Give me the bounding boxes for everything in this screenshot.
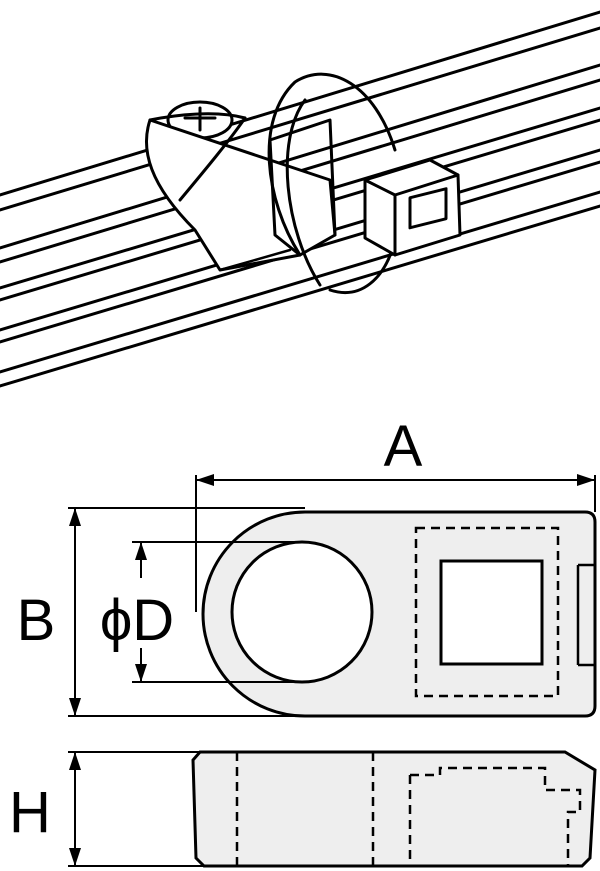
side-hidden-lines — [235, 752, 582, 866]
tie-slot-hidden-outline — [414, 526, 560, 698]
side-view-drawing — [191, 750, 597, 868]
screw-hole — [230, 540, 374, 684]
mount-edge-strip — [576, 563, 595, 667]
dimension-label-b: B — [17, 588, 56, 653]
tie-slot-window — [439, 559, 544, 666]
dimension-lines — [68, 475, 596, 867]
cable-tie-head — [363, 158, 462, 257]
installation-illustration — [0, 10, 600, 388]
dimension-label-h: H — [9, 780, 51, 845]
dimension-label-d: ϕD — [100, 588, 174, 653]
mount-side-outline — [191, 750, 597, 868]
dimension-label-a: A — [384, 414, 423, 479]
dimension-arrowheads — [69, 474, 595, 866]
